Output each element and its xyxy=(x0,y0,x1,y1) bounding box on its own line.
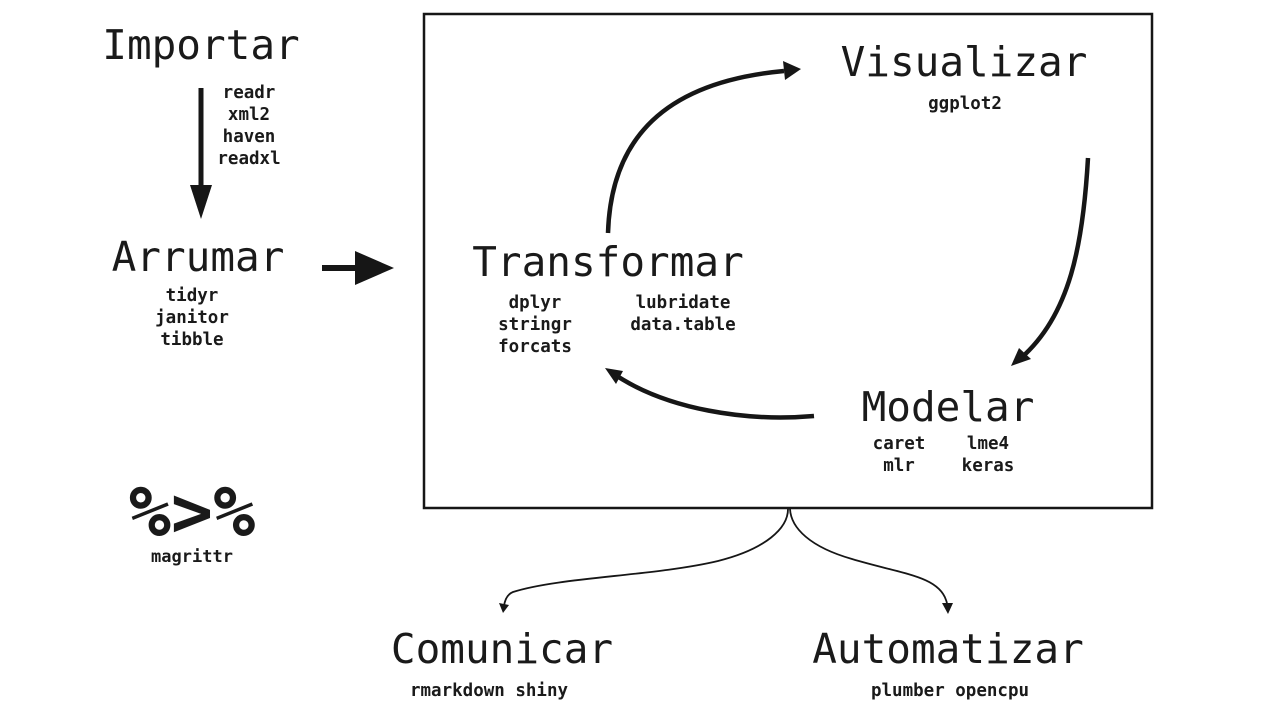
arrumar-to-cycle-arrow xyxy=(322,251,394,285)
comunicar-packages: rmarkdown shiny xyxy=(409,681,569,701)
transformar-packages-col2: lubridate data.table xyxy=(630,292,735,336)
package-label: caret xyxy=(872,434,926,454)
transformar-to-visualizar-arrow xyxy=(605,61,801,234)
package-label: readxl xyxy=(217,149,281,169)
cycle-to-automatizar-arrow xyxy=(789,508,953,614)
package-label: readr xyxy=(222,83,276,103)
package-label: stringr xyxy=(498,315,572,335)
pipe-symbol: %>% xyxy=(128,471,256,553)
importar-to-arrumar-arrow xyxy=(190,88,212,219)
transformar-packages-col1: dplyr stringr forcats xyxy=(498,292,572,358)
package-label: mlr xyxy=(883,456,915,476)
visualizar-packages: ggplot2 xyxy=(928,93,1002,115)
transformar-title: Transformar xyxy=(472,238,744,286)
importar-packages: readr xml2 haven readxl xyxy=(217,82,280,170)
pipe-package: magrittr xyxy=(151,547,233,567)
package-label: lme4 xyxy=(966,434,1010,454)
package-label: keras xyxy=(961,456,1015,476)
arrumar-title: Arrumar xyxy=(111,233,285,281)
modelar-packages-col2: lme4 keras xyxy=(962,433,1015,477)
package-label: data.table xyxy=(630,315,736,335)
package-label: lubridate xyxy=(635,293,731,313)
package-label: dplyr xyxy=(508,293,562,313)
package-label: ggplot2 xyxy=(928,94,1002,114)
automatizar-title: Automatizar xyxy=(812,625,1084,673)
importar-title: Importar xyxy=(102,21,300,69)
package-label: forcats xyxy=(498,337,572,357)
visualizar-to-modelar-arrow xyxy=(1011,157,1091,366)
package-label: tibble xyxy=(160,330,224,350)
package-label: haven xyxy=(222,127,276,147)
package-label: tidyr xyxy=(165,286,219,306)
comunicar-title: Comunicar xyxy=(390,625,614,673)
package-label: janitor xyxy=(155,308,229,328)
modelar-to-transformar-arrow xyxy=(605,368,815,420)
arrumar-packages: tidyr janitor tibble xyxy=(155,285,229,351)
modelar-packages-col1: caret mlr xyxy=(873,433,926,477)
automatizar-packages: plumber opencpu xyxy=(870,681,1030,701)
cycle-to-comunicar-arrow xyxy=(499,508,789,613)
package-label: xml2 xyxy=(227,105,271,125)
cycle-box xyxy=(422,12,1154,510)
modelar-title: Modelar xyxy=(861,383,1035,431)
visualizar-title: Visualizar xyxy=(840,38,1088,86)
